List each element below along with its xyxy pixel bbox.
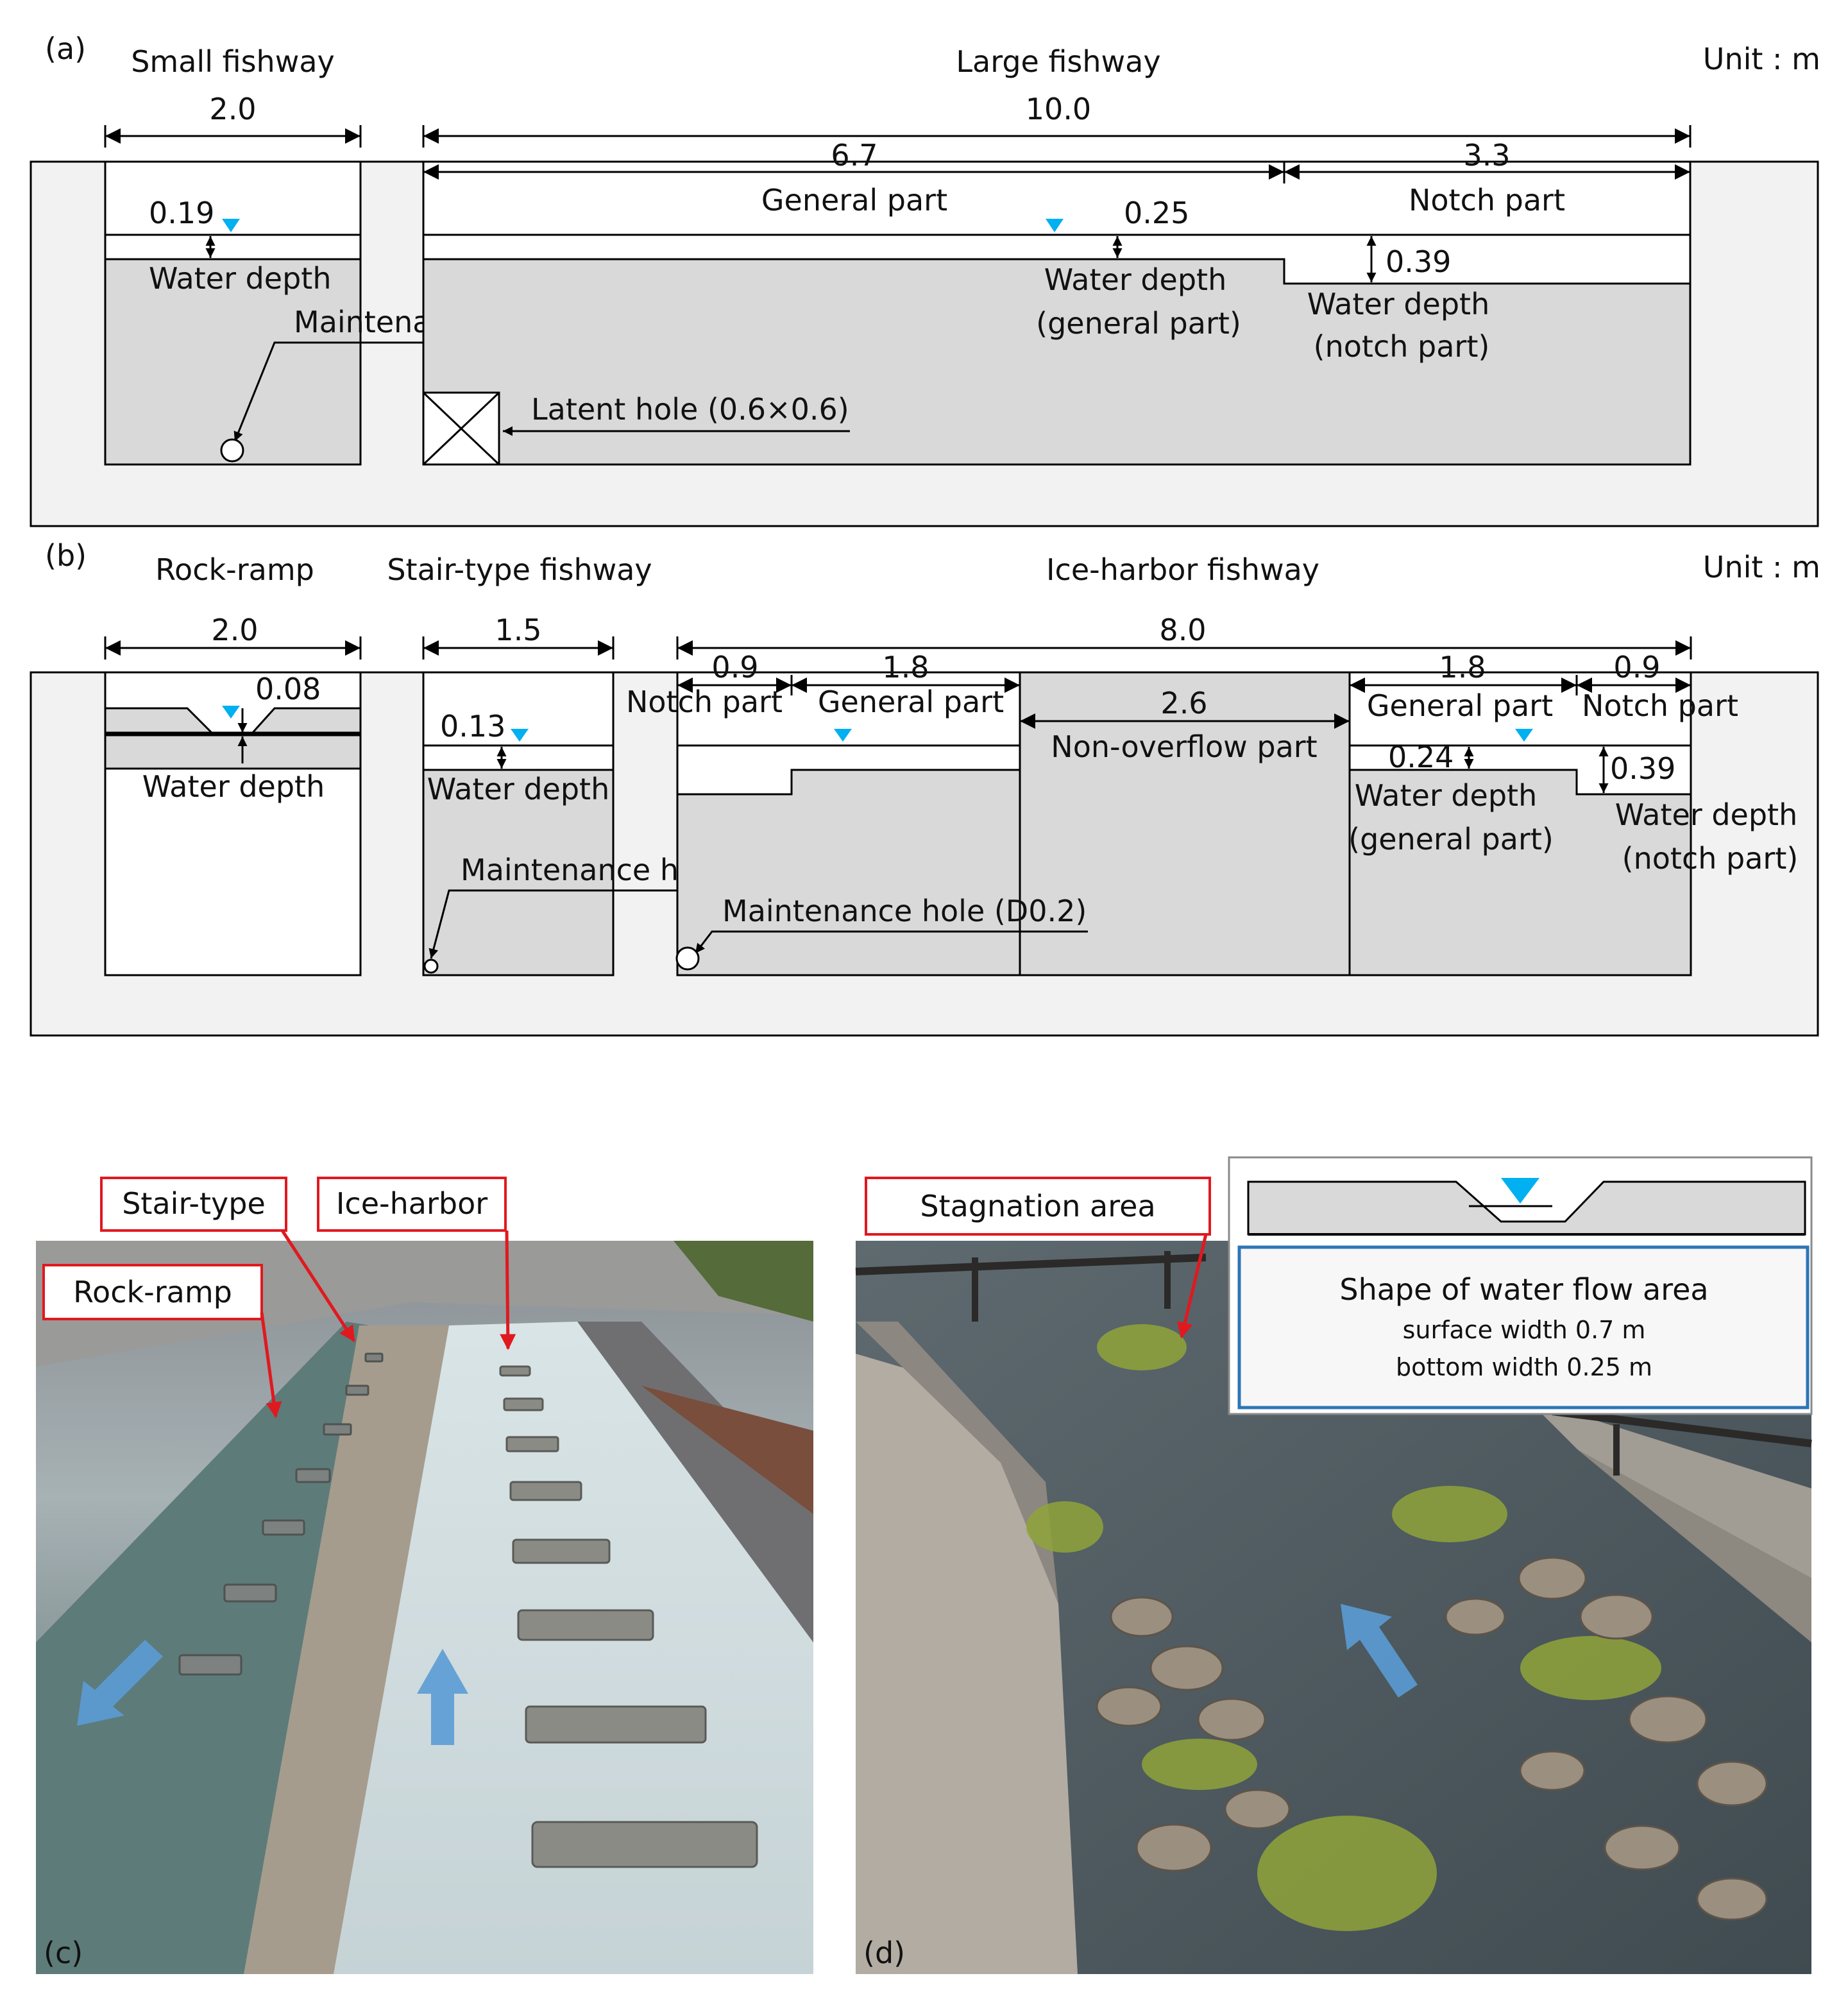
stair-fishway-depth-label: Water depth — [427, 772, 610, 806]
right-general-label: General part — [1367, 688, 1553, 723]
ice-general-depth: 0.24 — [1388, 740, 1454, 774]
right-notch-width: 0.9 — [1613, 650, 1660, 685]
latent-hole-label: Latent hole (0.6×0.6) — [531, 392, 849, 427]
small-fishway-title: Small fishway — [131, 44, 335, 79]
water-level-icon — [834, 729, 852, 742]
flow-area-info-box — [1237, 1245, 1810, 1410]
maintenance-hole-icon — [675, 946, 700, 971]
water-level-icon — [222, 706, 240, 719]
panel-c-label: (c) — [44, 1936, 83, 1970]
general-depth-label: Water depth — [1044, 262, 1227, 297]
maintenance-hole-icon — [423, 958, 439, 974]
panel-b-unit: Unit : m — [1703, 550, 1820, 584]
large-fishway-title: Large fishway — [956, 44, 1160, 79]
general-depth-value: 0.25 — [1124, 196, 1189, 230]
panel-a-unit: Unit : m — [1703, 42, 1820, 76]
small-fishway-depth-label: Water depth — [149, 261, 332, 296]
ice-general-depth-label-2: (general part) — [1348, 822, 1554, 856]
flow-arrow-icon — [77, 1640, 163, 1726]
panel-d-photo: (d) Stagnation area Shape of water flow … — [855, 1156, 1813, 1974]
inset-bottom-width: bottom width 0.25 m — [1396, 1353, 1652, 1381]
rock-ramp-width: 2.0 — [211, 613, 258, 647]
left-notch-label: Notch part — [626, 685, 783, 719]
rock-ramp-base — [104, 734, 362, 770]
inset-surface-width: surface width 0.7 m — [1403, 1316, 1646, 1344]
water-level-icon — [222, 219, 240, 232]
stair-fishway-title: Stair-type fishway — [387, 552, 652, 587]
ice-notch-depth-label: Water depth — [1615, 797, 1798, 832]
ice-general-depth-label: Water depth — [1355, 778, 1538, 813]
general-depth-label-2: (general part) — [1036, 306, 1241, 341]
left-notch-width: 0.9 — [711, 650, 758, 685]
general-part-label: General part — [761, 183, 947, 217]
ice-notch-depth: 0.39 — [1610, 751, 1675, 786]
inset-title: Shape of water flow area — [1339, 1272, 1708, 1307]
small-fishway-width: 2.0 — [209, 92, 256, 126]
ice-harbor-tag — [317, 1177, 507, 1232]
stair-fishway-depth: 0.13 — [440, 709, 505, 744]
large-fishway-width: 10.0 — [1026, 92, 1091, 126]
small-fishway-depth: 0.19 — [149, 196, 214, 230]
stair-type-tag-text: Stair-type — [122, 1186, 266, 1221]
panel-a-label: (a) — [45, 31, 86, 66]
stair-type-tag — [100, 1177, 287, 1232]
water-level-icon — [1515, 729, 1533, 742]
panel-b-label: (b) — [45, 538, 87, 573]
panel-b: (b) Unit : m Rock-ramp 2.0 0.08 Water de… — [30, 538, 1820, 1037]
stagnation-area-tag — [865, 1177, 1211, 1236]
ice-harbor-tag-text: Ice-harbor — [336, 1186, 487, 1221]
left-general-label: General part — [818, 685, 1004, 719]
ice-harbor-width: 8.0 — [1159, 613, 1206, 647]
ice-harbor-title: Ice-harbor fishway — [1046, 552, 1319, 587]
ice-hole-label: Maintenance hole (D0.2) — [722, 894, 1087, 928]
water-level-icon — [1046, 219, 1064, 232]
water-level-icon — [1501, 1178, 1539, 1204]
notch-depth-label: Water depth — [1307, 287, 1490, 321]
flow-arrow-icon — [417, 1649, 468, 1745]
rock-ramp-tag-text: Rock-ramp — [73, 1275, 232, 1309]
panel-a: (a) Unit : m Small fishway 2.0 0.19 Wate… — [30, 31, 1820, 527]
notch-depth-value: 0.39 — [1386, 244, 1451, 279]
rock-ramp-depth-label: Water depth — [142, 769, 325, 804]
rock-ramp-tag — [42, 1264, 263, 1320]
maintenance-hole-icon — [220, 438, 244, 463]
panel-c-photo: (c) Stair-type Ice-harbor Rock-ramp — [36, 1177, 813, 1974]
non-overflow-width: 2.6 — [1160, 686, 1207, 720]
flow-arrow-icon — [1341, 1604, 1418, 1698]
general-part-width: 6.7 — [831, 138, 877, 173]
stagnation-area-tag-text: Stagnation area — [920, 1189, 1155, 1223]
water-level-icon — [511, 729, 529, 742]
non-overflow-label: Non-overflow part — [1051, 729, 1317, 764]
right-general-width: 1.8 — [1439, 650, 1486, 685]
panel-d-label: (d) — [863, 1936, 905, 1970]
rock-ramp-depth: 0.08 — [255, 672, 321, 706]
ice-harbor-left-water — [676, 769, 1021, 976]
ice-harbor-right-water — [1348, 769, 1692, 976]
right-notch-label: Notch part — [1582, 688, 1738, 723]
notch-part-width: 3.3 — [1463, 138, 1510, 173]
notch-depth-label-2: (notch part) — [1314, 329, 1490, 364]
notch-part-label: Notch part — [1409, 183, 1565, 217]
stair-fishway-water — [422, 769, 615, 976]
small-fishway-water — [104, 258, 362, 466]
stair-fishway-width: 1.5 — [495, 613, 541, 647]
rock-ramp-title: Rock-ramp — [155, 552, 314, 587]
ice-notch-depth-label-2: (notch part) — [1622, 841, 1799, 876]
left-general-width: 1.8 — [882, 650, 929, 685]
